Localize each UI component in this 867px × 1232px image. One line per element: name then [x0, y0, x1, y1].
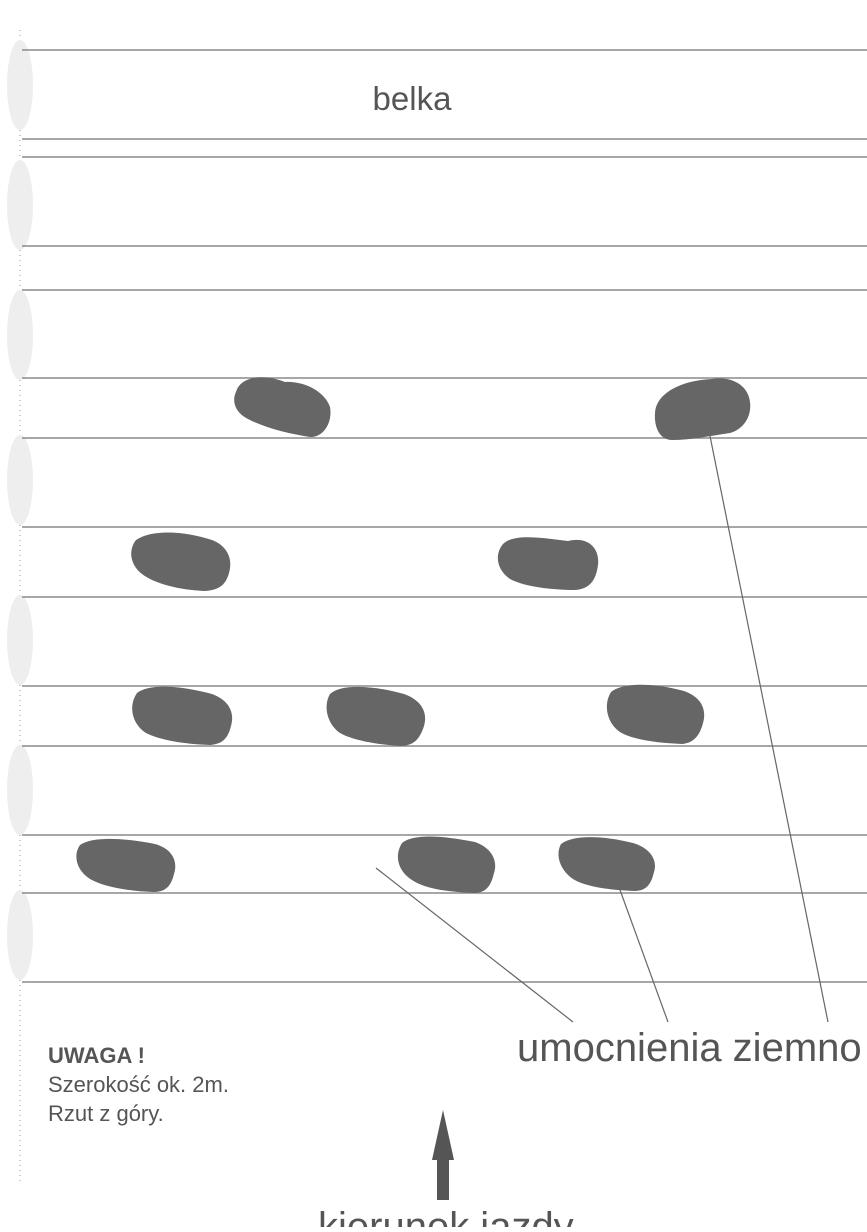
- binder-hole-mark: [7, 160, 33, 250]
- earth-obstacle: [234, 377, 330, 437]
- arrow-head: [432, 1110, 454, 1160]
- earth-obstacle: [498, 537, 598, 590]
- callout-line: [710, 436, 828, 1022]
- direction-arrow-icon: [432, 1110, 454, 1200]
- binder-hole-mark: [7, 435, 33, 525]
- earth-obstacle: [558, 837, 655, 891]
- earth-obstacle: [132, 687, 232, 745]
- obstacles: [76, 377, 750, 893]
- note-line-width: Szerokość ok. 2m.: [48, 1070, 229, 1099]
- earth-obstacle: [398, 836, 495, 893]
- earth-obstacle: [76, 839, 175, 892]
- binder-hole-mark: [7, 40, 33, 130]
- earth-obstacle: [131, 532, 230, 591]
- binder-hole-mark: [7, 890, 33, 980]
- page-margin: [7, 30, 33, 1185]
- binder-hole-mark: [7, 290, 33, 380]
- arrow-shaft: [437, 1158, 449, 1200]
- binder-hole-mark: [7, 745, 33, 835]
- note-line-view: Rzut z góry.: [48, 1099, 229, 1128]
- binder-hole-mark: [7, 595, 33, 685]
- note-title: UWAGA !: [48, 1041, 229, 1070]
- earth-obstacle: [655, 378, 750, 440]
- note-box: UWAGA ! Szerokość ok. 2m. Rzut z góry.: [48, 1041, 229, 1128]
- callout-line: [620, 890, 668, 1022]
- direction-label: kierunek jazdy: [318, 1205, 574, 1227]
- earth-obstacle: [607, 685, 704, 744]
- beam-label: belka: [373, 80, 453, 117]
- callout-label: umocnienia ziemno: [517, 1026, 862, 1070]
- callout-lines: [376, 436, 828, 1022]
- earth-obstacle: [327, 687, 426, 746]
